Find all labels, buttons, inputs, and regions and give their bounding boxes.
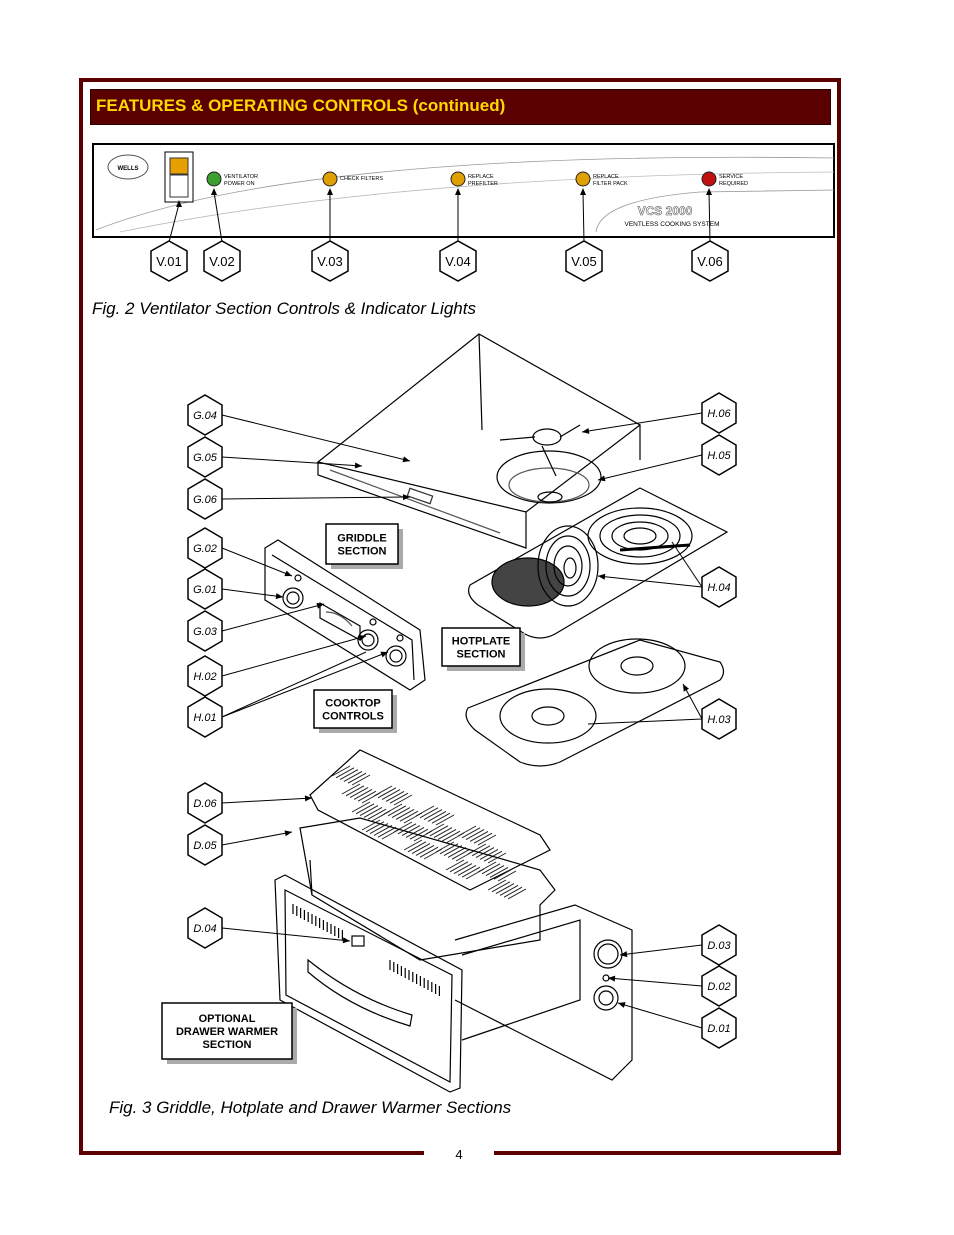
- svg-text:H.06: H.06: [707, 408, 731, 420]
- svg-text:D.04: D.04: [193, 923, 216, 935]
- svg-text:SECTION: SECTION: [338, 546, 387, 558]
- svg-text:HOTPLATE: HOTPLATE: [452, 636, 510, 648]
- power-switch-icon[interactable]: [169, 157, 189, 175]
- indicator-label: FILTER PACK: [593, 181, 628, 187]
- indicator-label: PREFILTER: [468, 181, 498, 187]
- svg-text:H.04: H.04: [707, 582, 730, 594]
- indicator-light-v-03: CHECK FILTERS: [322, 171, 383, 187]
- svg-text:G.03: G.03: [193, 626, 218, 638]
- section-title: FEATURES & OPERATING CONTROLS (continued…: [96, 96, 506, 115]
- hotplate-panel-bottom: [465, 639, 725, 767]
- callout-d-01: D.01: [617, 1002, 737, 1049]
- callout-d-05: D.05: [187, 824, 293, 866]
- svg-text:H.05: H.05: [707, 450, 731, 462]
- svg-text:G.01: G.01: [193, 584, 217, 596]
- callout-h-04: H.04: [597, 566, 737, 608]
- page-number: 4: [455, 1147, 463, 1162]
- callout-v-02: V.02: [203, 188, 241, 282]
- callout-d-04: D.04: [187, 907, 351, 949]
- svg-text:V.01: V.01: [156, 254, 182, 269]
- svg-text:G.02: G.02: [193, 543, 217, 555]
- callout-v-05: V.05: [565, 188, 603, 282]
- svg-text:V.06: V.06: [697, 254, 723, 269]
- indicator-label: CHECK FILTERS: [340, 176, 383, 182]
- drawer-grate: [309, 749, 551, 891]
- svg-text:V.02: V.02: [209, 254, 235, 269]
- callout-h-03: H.03: [682, 683, 737, 740]
- callout-g-03: G.03: [187, 602, 325, 652]
- indicator-label: REPLACE: [593, 174, 619, 180]
- indicator-label: POWER ON: [224, 181, 255, 187]
- cooktop-control-panel: [264, 539, 426, 691]
- callout-d-03: D.03: [619, 924, 737, 966]
- svg-text:G.04: G.04: [193, 410, 217, 422]
- hotplate-panel-top: [468, 487, 729, 639]
- svg-text:H.02: H.02: [193, 671, 216, 683]
- indicator-label: REQUIRED: [719, 181, 748, 187]
- callout-h-06: H.06: [581, 392, 737, 434]
- callout-g-05: G.05: [187, 436, 363, 478]
- svg-text:D.02: D.02: [707, 981, 730, 993]
- svg-text:D.06: D.06: [193, 798, 217, 810]
- svg-text:OPTIONAL: OPTIONAL: [199, 1013, 256, 1025]
- svg-text:D.03: D.03: [707, 940, 731, 952]
- svg-text:COOKTOP: COOKTOP: [325, 698, 380, 710]
- svg-text:H.01: H.01: [193, 712, 216, 724]
- svg-text:SECTION: SECTION: [457, 649, 506, 661]
- callout-d-02: D.02: [607, 965, 737, 1007]
- svg-text:SECTION: SECTION: [203, 1039, 252, 1051]
- callout-h-01: H.01: [187, 651, 389, 738]
- svg-text:D.01: D.01: [707, 1023, 730, 1035]
- indicator-label: REPLACE: [468, 174, 494, 180]
- svg-text:V.03: V.03: [317, 254, 343, 269]
- fig2-caption: Fig. 2 Ventilator Section Controls & Ind…: [92, 299, 476, 318]
- callout-d-06: D.06: [187, 782, 313, 824]
- callout-g-01: G.01: [187, 568, 284, 610]
- callout-h-05: H.05: [597, 434, 737, 482]
- drawer-cabinet-side: [454, 904, 633, 1081]
- callout-v-06: V.06: [691, 188, 729, 282]
- model-name: VCS 2000: [638, 204, 693, 218]
- callout-v-03: V.03: [311, 188, 349, 282]
- griddle-plate: [316, 333, 642, 513]
- page-number-gap: [424, 1150, 494, 1160]
- callout-g-04: G.04: [187, 394, 411, 463]
- callout-v-04: V.04: [439, 188, 477, 282]
- callout-h-02: H.02: [187, 634, 367, 697]
- indicator-label: SERVICE: [719, 174, 743, 180]
- svg-text:G.05: G.05: [193, 452, 218, 464]
- callout-v-01: V.01: [150, 200, 188, 282]
- svg-text:GRIDDLE: GRIDDLE: [337, 533, 387, 545]
- indicator-label: VENTILATOR: [224, 174, 258, 180]
- fig3-caption: Fig. 3 Griddle, Hotplate and Drawer Warm…: [109, 1098, 512, 1117]
- svg-text:G.06: G.06: [193, 494, 218, 506]
- drawer-front: [274, 874, 463, 1093]
- svg-text:D.05: D.05: [193, 840, 217, 852]
- svg-text:H.03: H.03: [707, 714, 731, 726]
- svg-text:V.05: V.05: [571, 254, 597, 269]
- brand-badge: WELLS: [118, 166, 139, 172]
- callout-g-02: G.02: [187, 527, 293, 577]
- section-header: FEATURES & OPERATING CONTROLS (continued…: [90, 89, 831, 125]
- model-subtitle: VENTLESS COOKING SYSTEM: [625, 221, 720, 228]
- svg-text:V.04: V.04: [445, 254, 471, 269]
- callout-g-06: G.06: [187, 478, 411, 520]
- svg-text:CONTROLS: CONTROLS: [322, 711, 384, 723]
- svg-text:DRAWER WARMER: DRAWER WARMER: [176, 1026, 278, 1038]
